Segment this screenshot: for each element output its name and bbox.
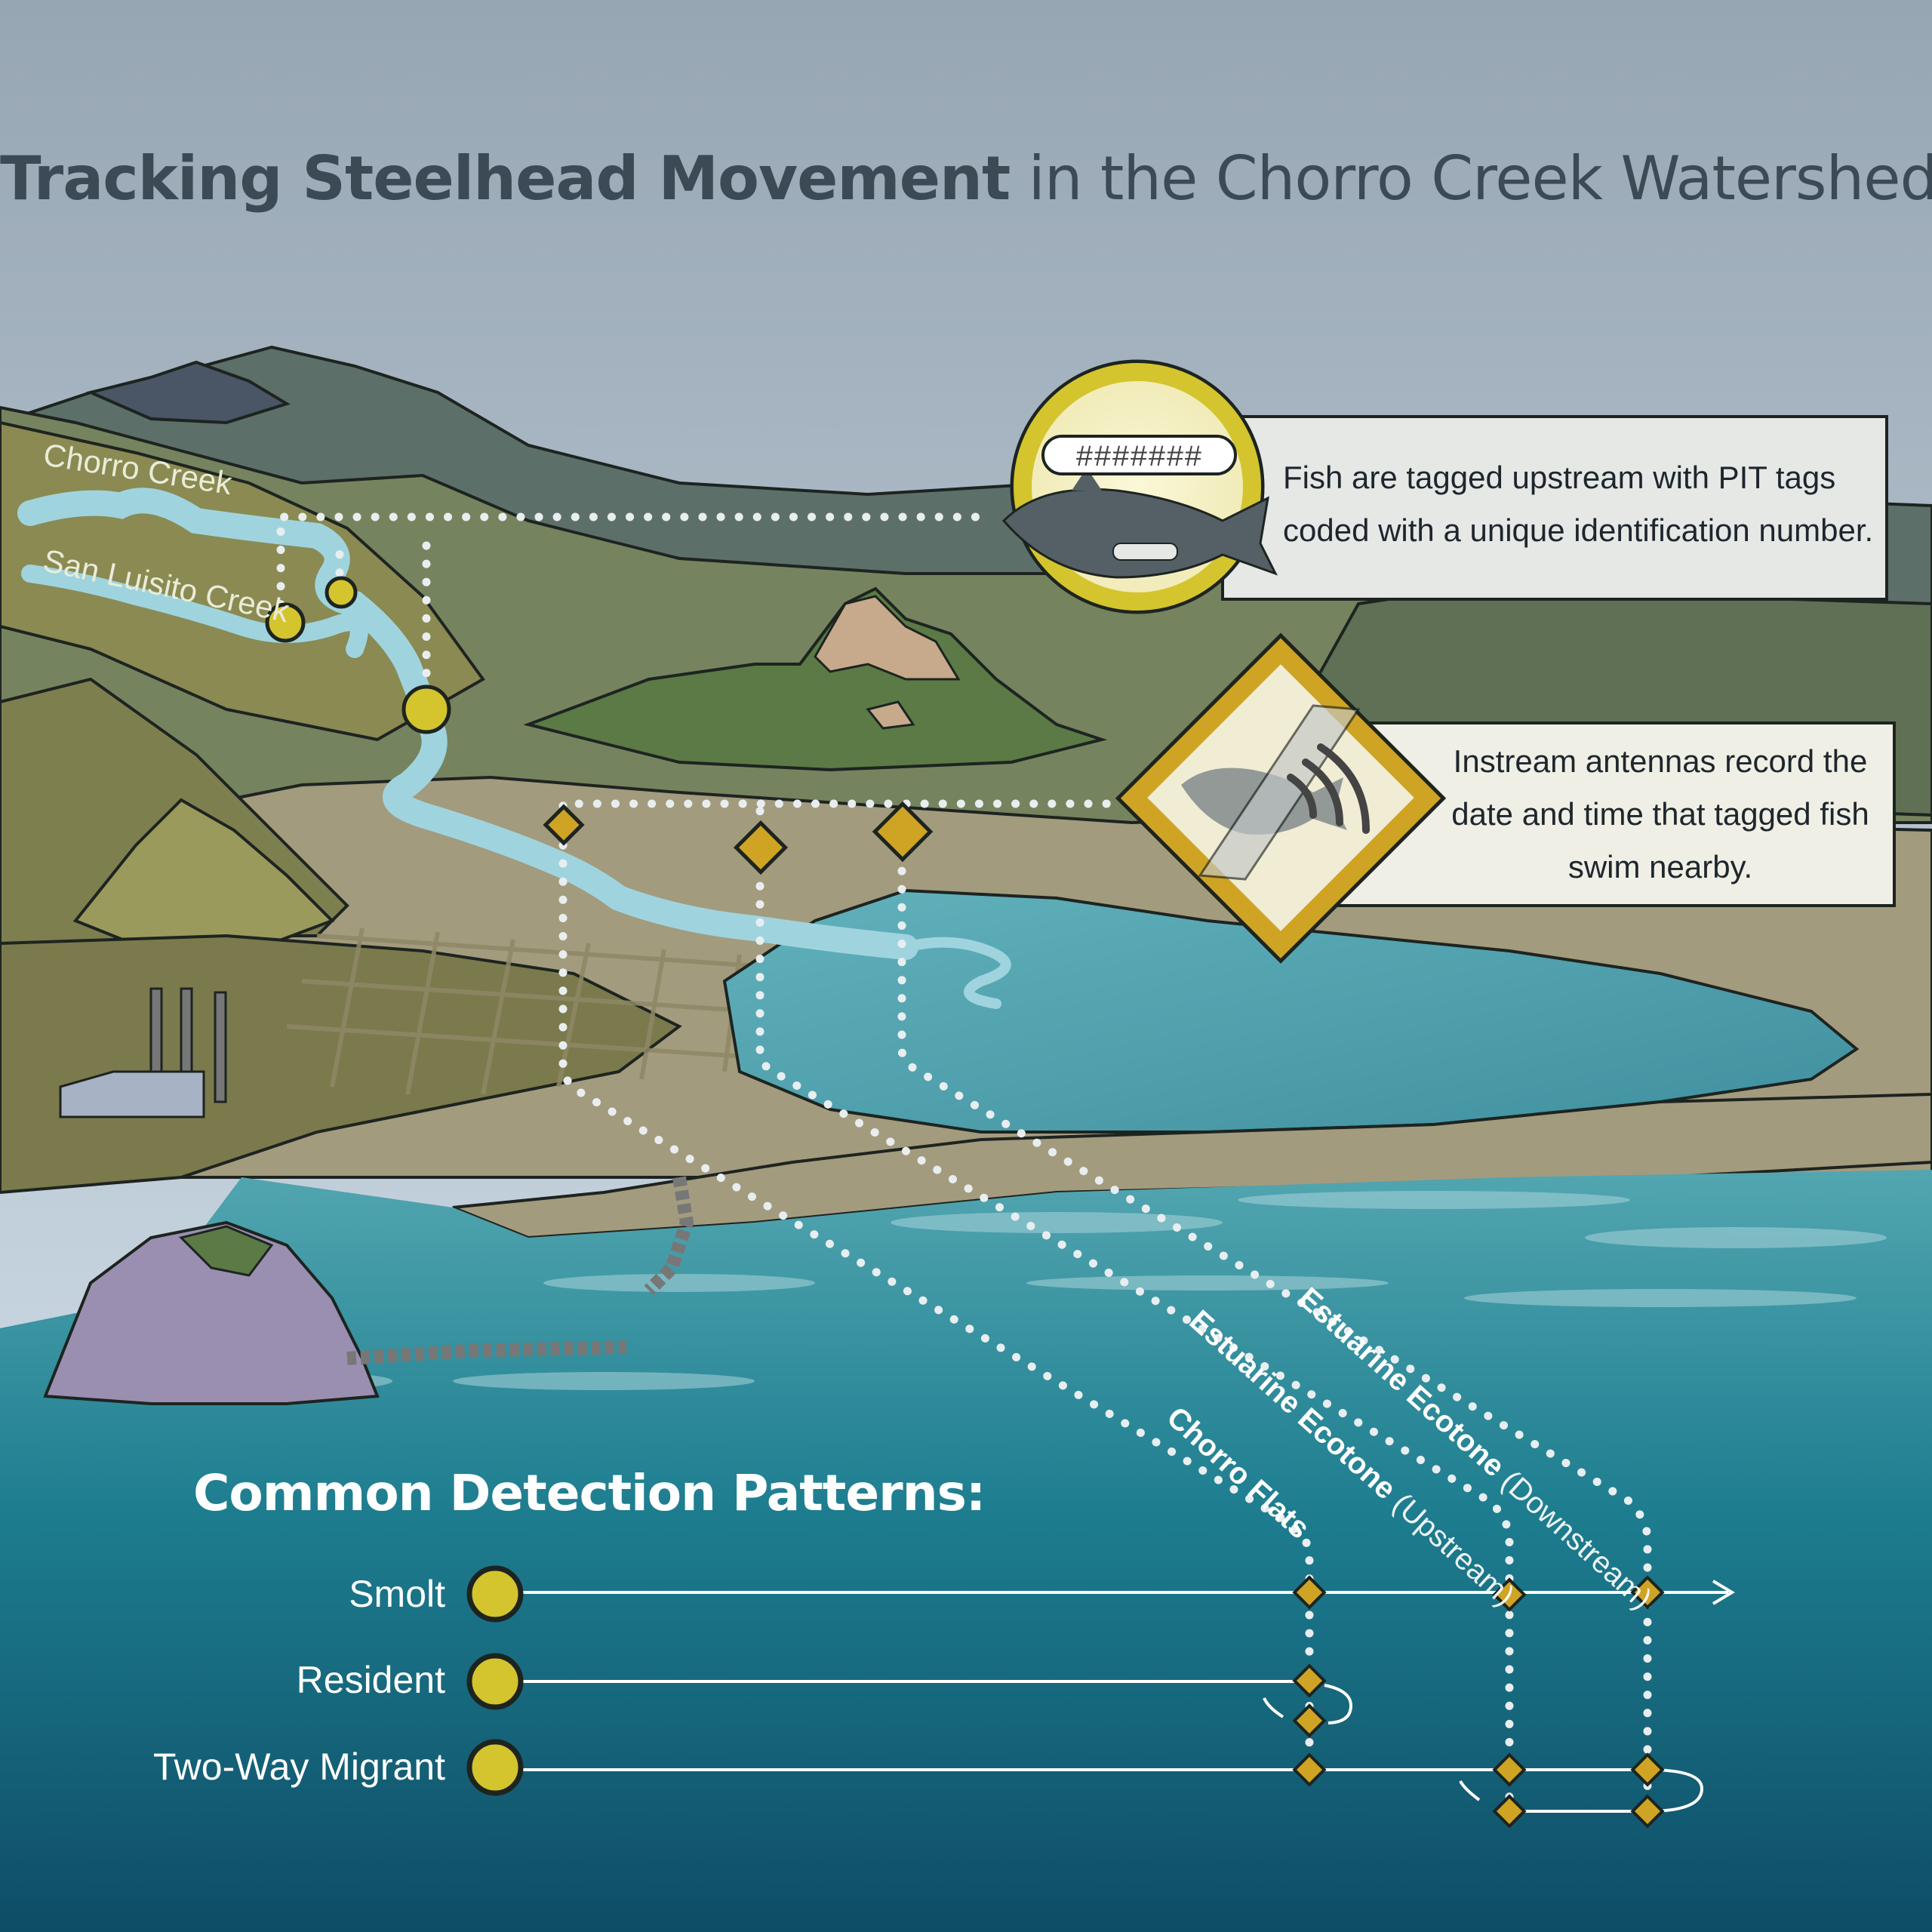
row-start-marker: [466, 1653, 524, 1710]
dark-ridge: [85, 360, 291, 425]
antenna-badge: [1115, 632, 1447, 964]
san-luisito-creek: [21, 565, 368, 658]
detection-diamond: [1292, 1752, 1327, 1787]
pattern-label-resident: Resident: [296, 1659, 445, 1701]
tag-site-marker: [401, 685, 451, 734]
pit-tag-callout-text: Fish are tagged upstream with PIT tags c…: [1283, 460, 1874, 548]
antenna-callout-text: Instream antennas record the date and ti…: [1451, 743, 1869, 884]
detection-diamond: [1492, 1577, 1527, 1612]
signal-icon: [1287, 743, 1370, 834]
jetty: [644, 1176, 694, 1296]
page-title: Tracking Steelhead Movement in the Chorr…: [0, 143, 1932, 214]
detection-diamond: [1630, 1794, 1665, 1829]
peak-rock-small: [866, 700, 915, 730]
pit-tag-callout-box: [1221, 415, 1888, 601]
pit-tag-badge-ring: [1014, 363, 1261, 611]
antenna-site-marker: [733, 820, 789, 875]
tag-site-marker: [265, 602, 306, 643]
detection-diamond: [1630, 1752, 1665, 1787]
pattern-diamonds: [1292, 1575, 1665, 1829]
row-start-marker: [466, 1565, 524, 1623]
tag-code-pill: [1041, 435, 1237, 475]
tag-code-text: #######: [1075, 441, 1202, 475]
pattern-label-smolt: Smolt: [349, 1573, 445, 1615]
morro-rock-top: [179, 1225, 274, 1277]
tag-connectors: [276, 512, 997, 714]
estuary-bay: [722, 888, 1860, 1134]
title-rest: in the Chorro Creek Watershed: [1028, 143, 1932, 214]
detection-diamond: [1492, 1794, 1527, 1829]
antenna-sites: [543, 801, 934, 875]
pattern-label-two-way-migrant: Two-Way Migrant: [152, 1746, 445, 1788]
pattern-lines: [521, 1580, 1735, 1813]
detection-diamond: [1292, 1663, 1327, 1698]
pattern-start-markers: [466, 1565, 524, 1796]
antenna-site-marker: [872, 801, 934, 863]
ocean: [0, 1170, 1932, 1932]
row-start-marker: [466, 1739, 524, 1796]
peak-rock: [814, 595, 961, 681]
title-bold: Tracking Steelhead Movement: [0, 143, 1011, 214]
detection-diamond: [1292, 1703, 1327, 1738]
morro-rock: [43, 1220, 380, 1405]
tag-site-marker: [325, 576, 358, 609]
patterns-heading: Common Detection Patterns:: [193, 1464, 986, 1522]
power-plant: [59, 987, 227, 1118]
estuary-channel: [900, 937, 1011, 1009]
antenna-site-marker: [543, 804, 585, 846]
mountain-peak: [523, 586, 1108, 772]
fish-icon: [1001, 468, 1278, 579]
detection-diamond: [1292, 1575, 1327, 1610]
sand-spit: [452, 1092, 1932, 1240]
site-leaders: [558, 841, 1652, 1804]
detection-diamond: [1630, 1575, 1665, 1610]
tagging-sites: [265, 576, 451, 734]
detection-diamond: [1492, 1752, 1527, 1787]
